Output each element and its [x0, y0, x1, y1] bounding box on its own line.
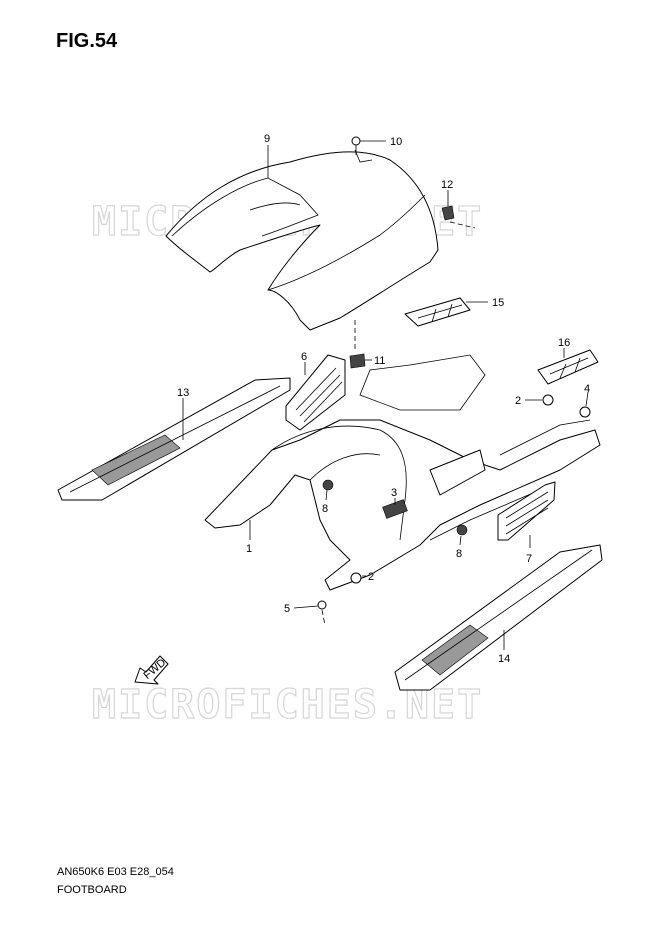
part-8-grommet-right	[456, 524, 468, 536]
svg-text:5: 5	[284, 603, 290, 615]
callout-9: 9	[264, 133, 270, 178]
model-code: AN650K6 E03 E28_054	[57, 866, 174, 878]
svg-text:14: 14	[498, 653, 510, 665]
callout-2-bottom: 2	[362, 571, 374, 583]
callout-7: 7	[526, 535, 532, 565]
part-10-screw	[351, 136, 361, 155]
callout-12: 12	[441, 179, 453, 206]
svg-text:12: 12	[441, 179, 453, 191]
part-8-grommet-left	[322, 479, 334, 491]
fwd-arrow-icon: FWD	[134, 655, 169, 685]
callout-8-left: 8	[322, 489, 328, 515]
part-6-grille	[285, 354, 346, 431]
part-12-clip	[441, 205, 455, 221]
callout-11: 11	[365, 355, 385, 367]
svg-text:6: 6	[301, 351, 307, 363]
svg-text:2: 2	[368, 571, 374, 583]
callout-13: 13	[177, 387, 189, 440]
callout-14: 14	[498, 630, 510, 665]
part-16-panel	[537, 349, 599, 385]
callout-8-right: 8	[456, 535, 462, 560]
callout-15: 15	[466, 297, 504, 309]
svg-text:13: 13	[177, 387, 189, 399]
svg-text:8: 8	[456, 548, 462, 560]
svg-text:8: 8	[322, 503, 328, 515]
svg-text:2: 2	[515, 395, 521, 407]
callout-2-top: 2	[515, 395, 542, 407]
part-9-cover	[165, 149, 439, 331]
svg-text:10: 10	[390, 136, 402, 148]
svg-text:7: 7	[526, 553, 532, 565]
svg-text:16: 16	[558, 337, 570, 349]
callout-4: 4	[584, 383, 590, 407]
figure-title: FIG.54	[56, 30, 118, 52]
svg-text:4: 4	[584, 383, 590, 395]
part-11-clip	[349, 353, 366, 369]
part-1-frame	[204, 354, 601, 591]
svg-text:1: 1	[246, 543, 252, 555]
callout-3: 3	[391, 487, 397, 505]
svg-text:15: 15	[492, 297, 504, 309]
part-13-left-mat	[57, 377, 291, 501]
callout-1: 1	[246, 520, 252, 555]
part-15-panel	[404, 297, 471, 327]
part-7-grille	[497, 481, 556, 541]
svg-text:9: 9	[264, 133, 270, 145]
callout-5: 5	[284, 603, 319, 615]
part-2-nut-bottom	[350, 572, 362, 584]
svg-text:11: 11	[374, 355, 385, 367]
part-4-nut	[579, 406, 591, 418]
figure-name: FOOTBOARD	[57, 884, 127, 896]
callout-16: 16	[558, 337, 570, 358]
callout-6: 6	[301, 351, 307, 375]
part-14-right-mat	[394, 544, 603, 691]
part-2-nut-top	[542, 394, 554, 406]
svg-text:3: 3	[391, 487, 397, 499]
callout-10: 10	[360, 136, 402, 148]
part-5-screw	[317, 600, 327, 610]
